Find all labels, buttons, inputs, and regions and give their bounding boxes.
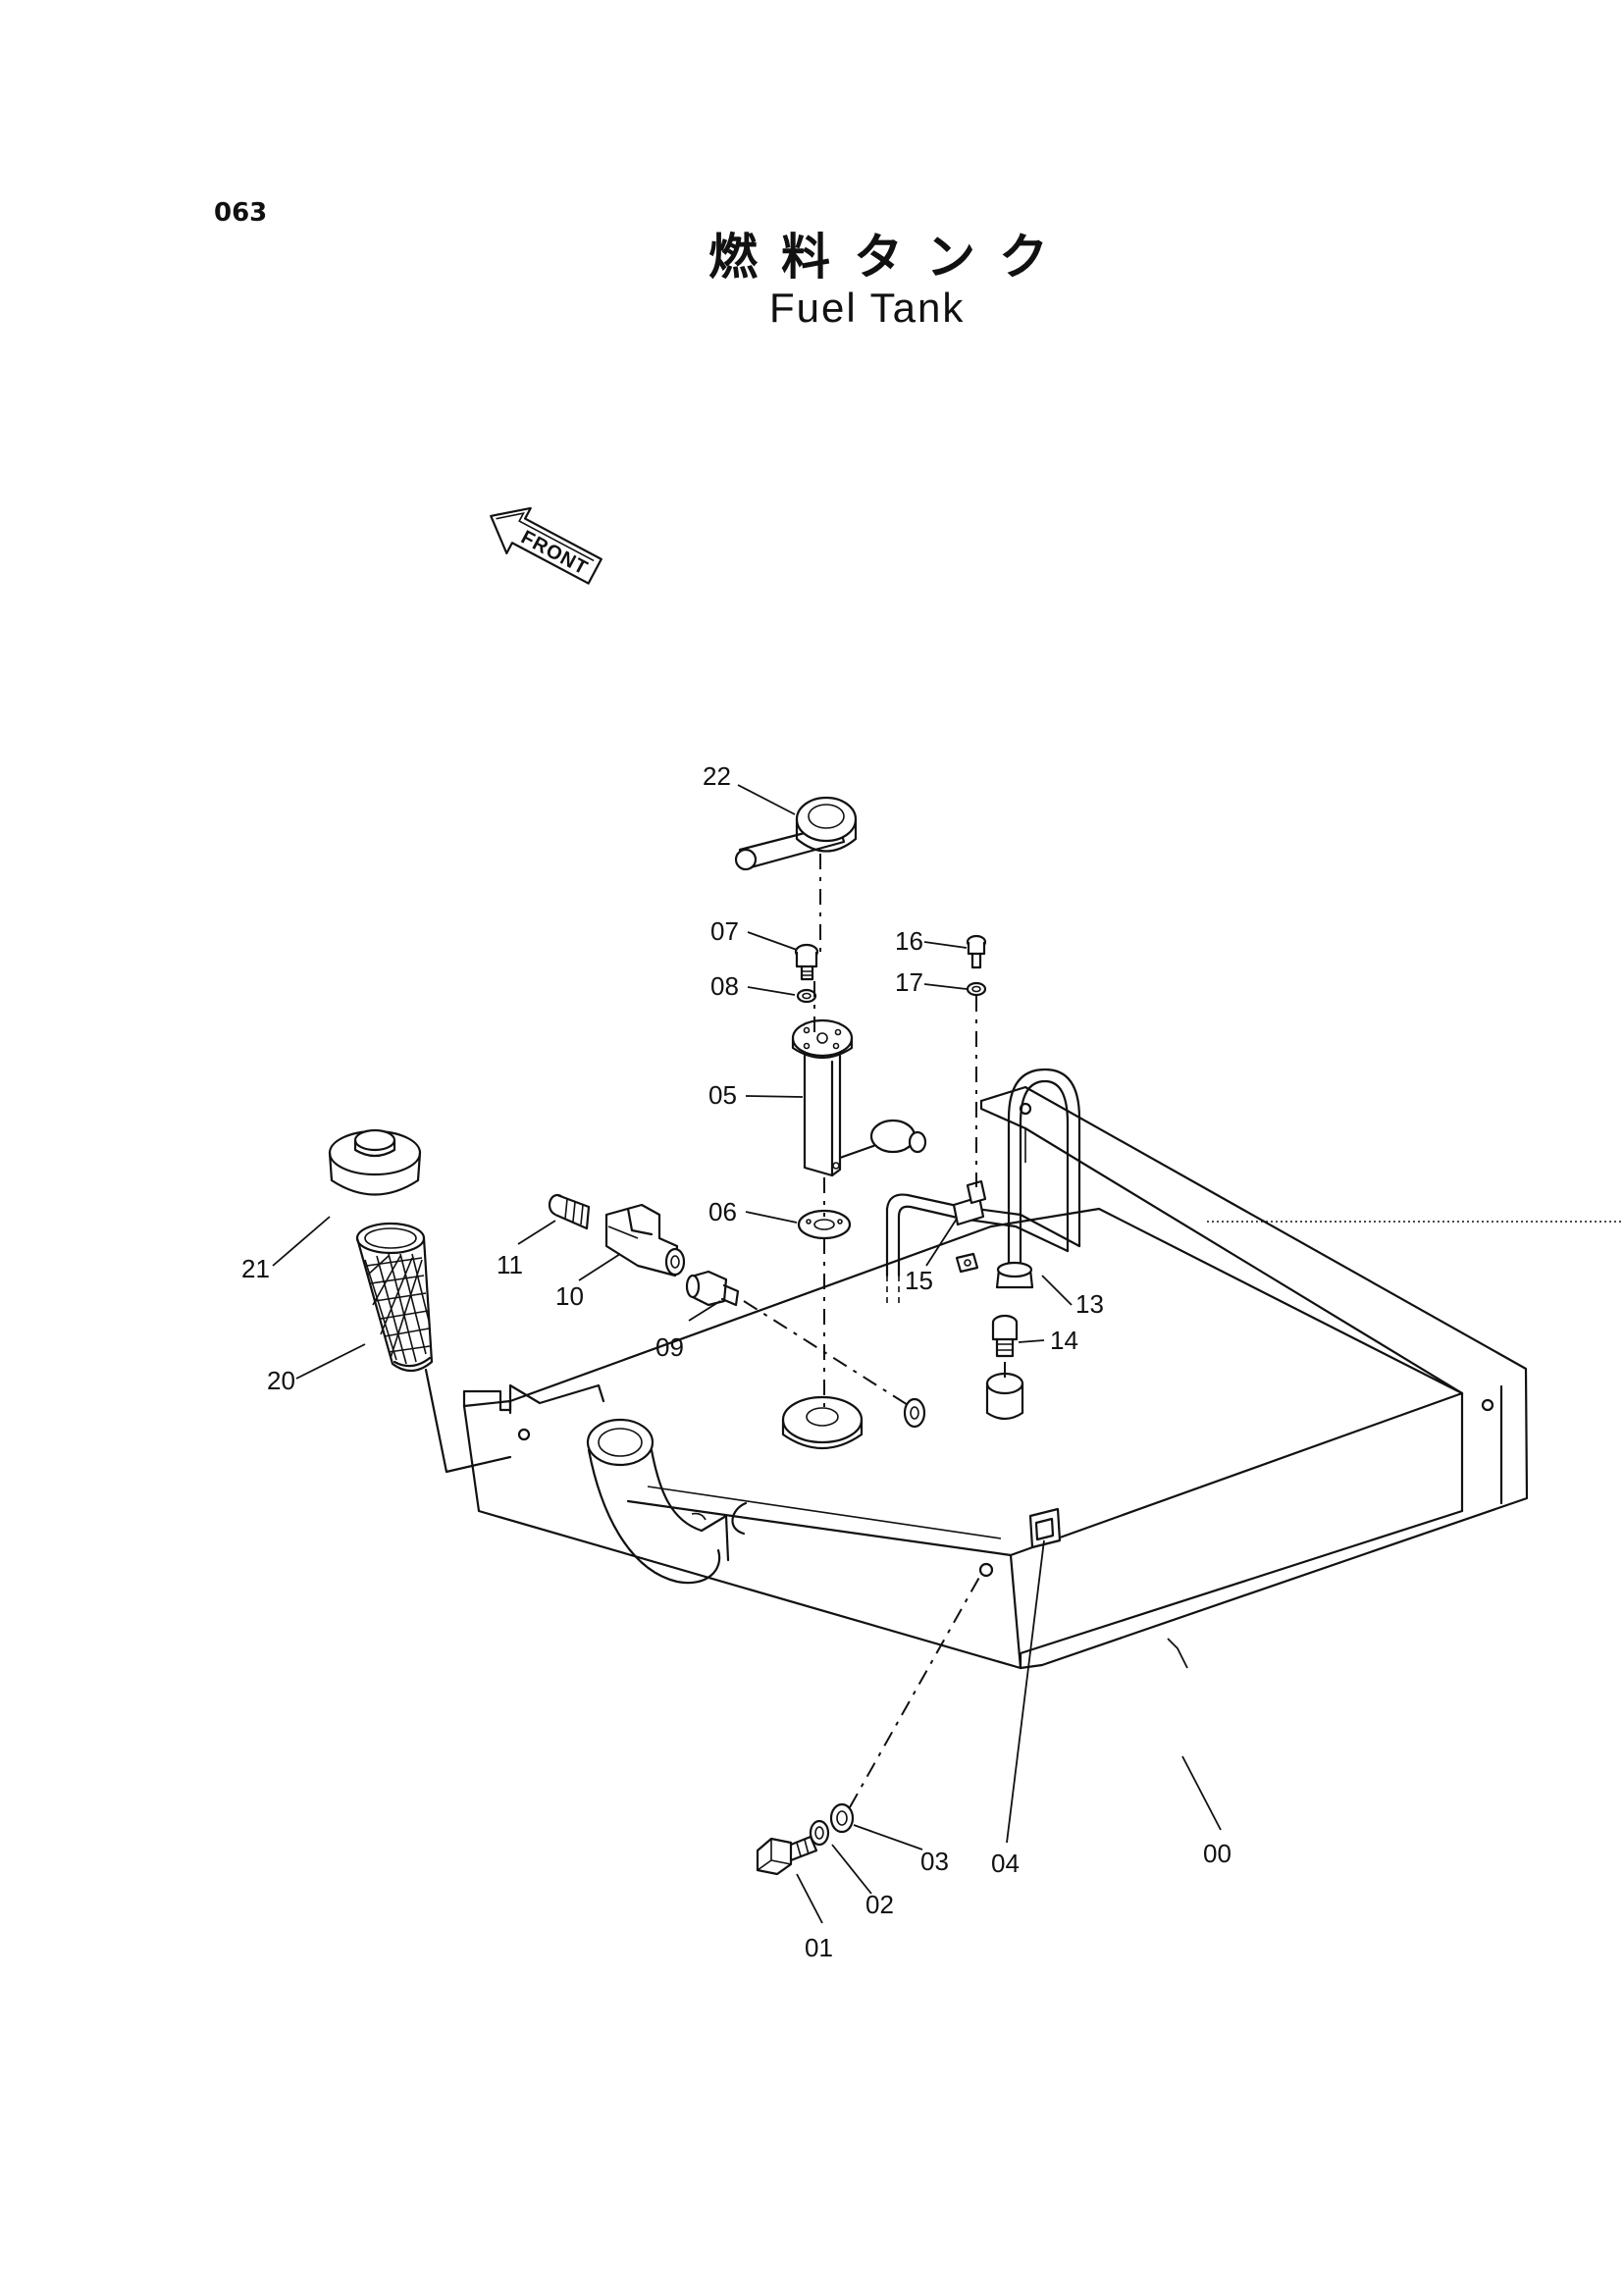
strainer-mesh [364,1253,431,1365]
callout-06: 06 [708,1197,737,1226]
assembly-centerlines [424,854,1624,1808]
part-16-screw [966,934,987,969]
part-14-drain-cock [991,1314,1019,1358]
callout-15: 15 [905,1266,933,1295]
callout-04: 04 [991,1849,1020,1878]
part-05-fuel-level-sender [791,1018,927,1177]
front-direction-arrow: FRONT [490,506,602,585]
part-11-fitting [548,1193,591,1230]
filler-bracket [462,1383,605,1441]
part-13-fuel-return-tube [885,1068,1081,1305]
callout-22: 22 [703,761,731,791]
callout-labels: 22 07 08 05 06 09 10 11 16 17 13 14 15 2… [241,761,1231,1962]
callout-01: 01 [805,1933,833,1962]
callout-20: 20 [267,1366,295,1395]
part-01-bolt [756,1835,818,1876]
part-07-bolt [794,943,819,981]
part-17-washer [966,981,987,997]
part-02-lock-washer [809,1819,830,1847]
sender-mounting-flange [781,1395,864,1450]
part-20-fuel-strainer [355,1222,434,1373]
filler-neck [586,1418,730,1585]
part-09-connector [685,1270,740,1307]
diagram-title-japanese: 燃料タンク [708,229,1072,286]
callout-16: 16 [895,926,923,956]
page-number: 063 [214,198,268,228]
callout-02: 02 [865,1890,894,1919]
callout-14: 14 [1050,1326,1078,1355]
callout-10: 10 [555,1281,584,1311]
drain-cock-cap [985,1372,1024,1421]
part-22-gauge-cap [734,796,858,871]
callout-17: 17 [895,967,923,997]
callout-08: 08 [710,971,739,1001]
part-04-clip-nut [1028,1507,1062,1549]
part-06-gasket [797,1209,852,1240]
callout-09: 09 [655,1332,684,1362]
callout-13: 13 [1075,1289,1104,1319]
callout-05: 05 [708,1080,737,1110]
callout-11: 11 [497,1250,523,1279]
callout-07: 07 [710,916,739,946]
part-03-washer [829,1802,855,1834]
part-08-lock-washer [796,988,817,1004]
callout-leader-lines [272,784,1222,1924]
diagram-title-english: Fuel Tank [769,285,966,331]
part-10-valve-body [604,1203,686,1277]
part-21-filler-cap [328,1128,422,1196]
callout-03: 03 [920,1847,949,1876]
part-15-clamp [952,1179,987,1274]
callout-00: 00 [1203,1839,1231,1868]
callout-21: 21 [241,1254,270,1283]
